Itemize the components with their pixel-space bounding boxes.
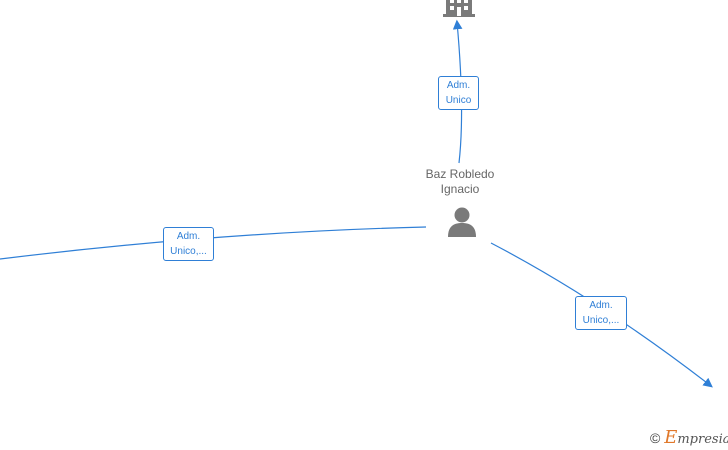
brand-logo-text: mpresia <box>677 432 728 447</box>
relation-label-top[interactable]: Adm. Unico <box>438 76 479 110</box>
relation-label-right[interactable]: Adm. Unico,... <box>575 296 627 330</box>
watermark: © Empresia <box>650 427 728 448</box>
relation-detail: Unico <box>445 95 472 106</box>
relation-detail: Unico,... <box>170 246 207 257</box>
copyright-symbol: © <box>650 430 661 446</box>
person-name-line2: Ignacio <box>440 182 480 196</box>
relation-role: Adm. <box>176 231 201 242</box>
building-icon[interactable] <box>443 0 475 18</box>
person-icon[interactable] <box>447 206 477 238</box>
relation-label-left[interactable]: Adm. Unico,... <box>163 227 214 261</box>
relation-role: Adm. <box>446 80 471 91</box>
person-name-line1: Baz Robledo <box>425 167 495 181</box>
edge-left <box>0 226 427 260</box>
brand-logo-initial: E <box>664 427 678 448</box>
person-name[interactable]: Baz Robledo Ignacio <box>410 167 510 197</box>
relation-detail: Unico,... <box>582 315 620 326</box>
relation-role: Adm. <box>589 300 613 311</box>
